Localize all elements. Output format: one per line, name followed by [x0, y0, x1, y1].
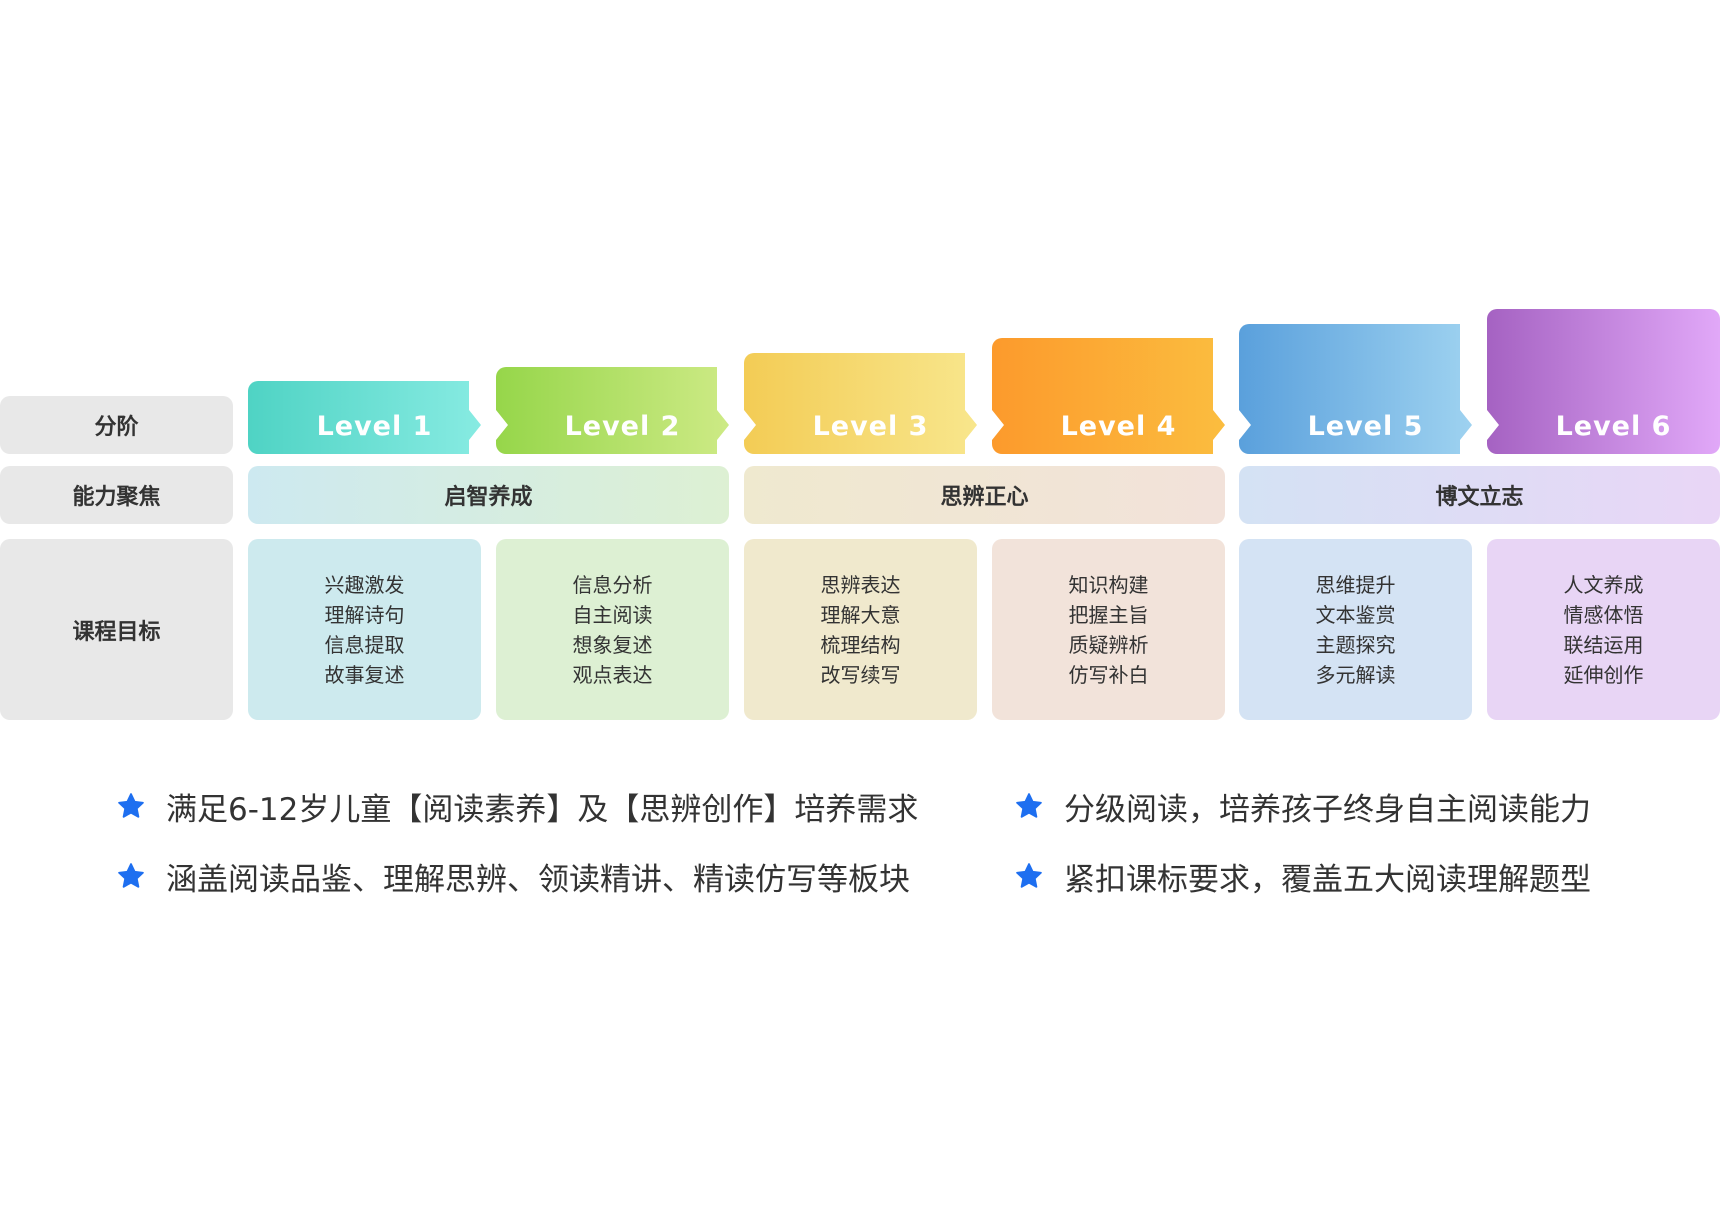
- goal-item: 想象复述: [572, 632, 653, 657]
- feature-bullet-2: 分级阅读，培养孩子终身自主阅读能力: [1014, 783, 1591, 829]
- feature-bullet-4: 紧扣课标要求，覆盖五大阅读理解题型: [1014, 853, 1591, 899]
- goal-item: 仿写补白: [1068, 662, 1149, 687]
- goal-card-4: 知识构建 把握主旨 质疑辨析 仿写补白: [992, 539, 1225, 720]
- goal-item: 文本鉴赏: [1315, 602, 1396, 627]
- goal-item: 观点表达: [572, 662, 653, 687]
- level-1: Level 1: [248, 381, 481, 454]
- row-label-goals: 课程目标: [0, 539, 233, 720]
- goal-item: 理解大意: [820, 602, 901, 627]
- goal-item: 知识构建: [1068, 572, 1149, 597]
- level-5: Level 5: [1239, 324, 1472, 454]
- level-4: Level 4: [992, 338, 1225, 454]
- goal-card-2: 信息分析 自主阅读 想象复述 观点表达: [496, 539, 729, 720]
- star-icon: [1016, 793, 1042, 818]
- goal-card-6: 人文养成 情感体悟 联结运用 延伸创作: [1487, 539, 1720, 720]
- feature-text: 满足6-12岁儿童【阅读素养】及【思辨创作】培养需求: [166, 791, 919, 828]
- goal-card-5: 思维提升 文本鉴赏 主题探究 多元解读: [1239, 539, 1472, 720]
- goal-item: 理解诗句: [324, 602, 405, 627]
- level-6-label: Level 6: [1555, 411, 1672, 442]
- row-label-stage: 分阶: [0, 396, 233, 454]
- goal-item: 思辨表达: [820, 572, 901, 597]
- level-3-label: Level 3: [812, 411, 929, 442]
- goal-item: 改写续写: [820, 662, 901, 687]
- goal-item: 质疑辨析: [1068, 632, 1149, 657]
- goal-item: 思维提升: [1315, 572, 1396, 597]
- goal-item: 兴趣激发: [324, 572, 405, 597]
- level-3: Level 3: [744, 353, 977, 454]
- feature-text: 涵盖阅读品鉴、理解思辨、领读精讲、精读仿写等板块: [166, 861, 910, 898]
- level-6: Level 6: [1487, 309, 1720, 454]
- level-2: Level 2: [496, 367, 729, 454]
- goal-item: 联结运用: [1563, 632, 1644, 657]
- goal-item: 信息提取: [324, 632, 405, 657]
- goal-item: 故事复述: [324, 662, 405, 687]
- level-4-label: Level 4: [1060, 411, 1177, 442]
- goal-item: 情感体悟: [1563, 602, 1644, 627]
- goal-card-1: 兴趣激发 理解诗句 信息提取 故事复述: [248, 539, 481, 720]
- feature-bullet-3: 涵盖阅读品鉴、理解思辨、领读精讲、精读仿写等板块: [116, 853, 910, 899]
- goal-item: 延伸创作: [1563, 662, 1644, 687]
- star-icon: [1016, 863, 1042, 888]
- goal-item: 人文养成: [1563, 572, 1644, 597]
- level-5-label: Level 5: [1307, 411, 1424, 442]
- feature-text: 紧扣课标要求，覆盖五大阅读理解题型: [1064, 861, 1591, 898]
- goal-item: 信息分析: [572, 572, 653, 597]
- row-label-focus: 能力聚焦: [0, 466, 233, 524]
- level-1-label: Level 1: [316, 411, 433, 442]
- focus-band-1: 启智养成: [248, 466, 729, 524]
- goal-item: 梳理结构: [820, 632, 901, 657]
- focus-band-2: 思辨正心: [744, 466, 1225, 524]
- star-icon: [118, 793, 144, 818]
- focus-band-3: 博文立志: [1239, 466, 1720, 524]
- star-icon: [118, 863, 144, 888]
- goal-card-3: 思辨表达 理解大意 梳理结构 改写续写: [744, 539, 977, 720]
- goal-item: 主题探究: [1315, 632, 1396, 657]
- goal-item: 把握主旨: [1068, 602, 1149, 627]
- feature-text: 分级阅读，培养孩子终身自主阅读能力: [1064, 791, 1591, 828]
- feature-bullet-1: 满足6-12岁儿童【阅读素养】及【思辨创作】培养需求: [116, 783, 918, 829]
- goal-item: 自主阅读: [572, 602, 653, 627]
- goal-item: 多元解读: [1315, 662, 1396, 687]
- level-2-label: Level 2: [564, 411, 681, 442]
